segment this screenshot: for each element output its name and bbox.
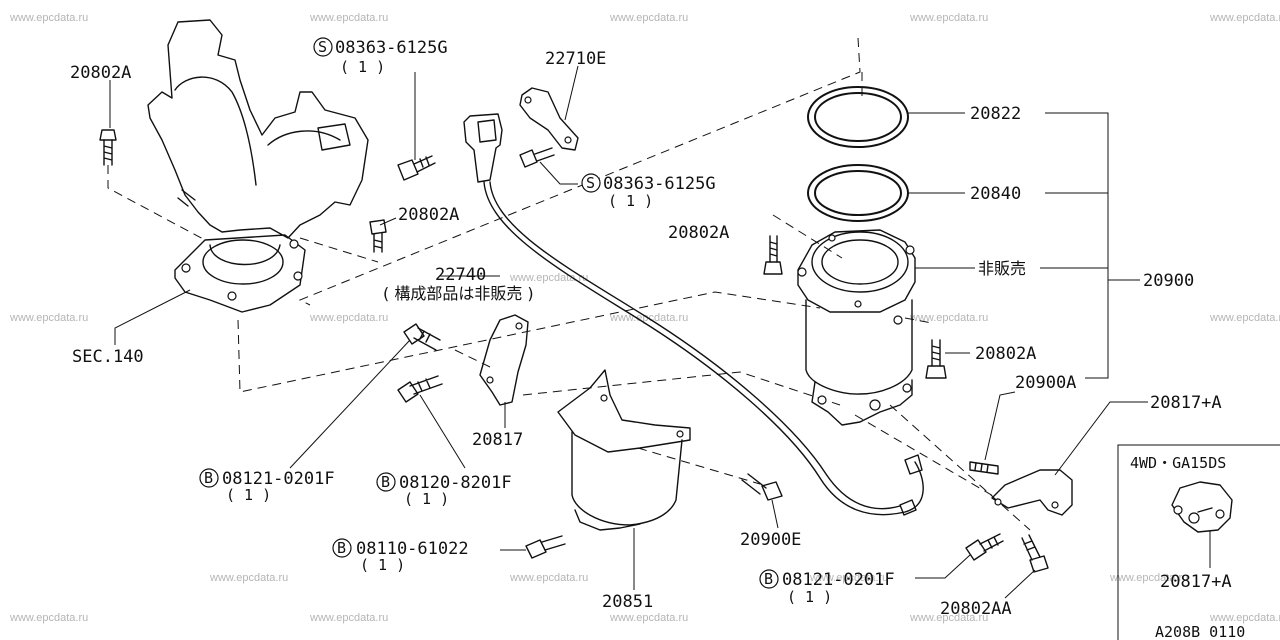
label-20851: 20851 bbox=[602, 592, 653, 612]
catalytic-converter bbox=[797, 229, 916, 426]
label-20900E: 20900E bbox=[740, 530, 801, 550]
bolt-20802A-right bbox=[763, 235, 783, 275]
bolt-20900E bbox=[741, 473, 783, 501]
label-20802AA: 20802AA bbox=[940, 599, 1012, 619]
watermark: www.epcdata.ru bbox=[9, 12, 88, 24]
watermark: www.epcdata.ru bbox=[309, 612, 388, 624]
exhaust-manifold bbox=[147, 19, 369, 313]
bolt-08120 bbox=[397, 375, 443, 403]
label-20817: 20817 bbox=[472, 430, 523, 450]
b-prefix-letter: B bbox=[764, 570, 773, 588]
stud-20900A bbox=[969, 461, 999, 475]
s-prefix-letter: S bbox=[318, 38, 327, 56]
watermark: www.epcdata.ru bbox=[1209, 612, 1280, 624]
watermark: www.epcdata.ru bbox=[209, 572, 288, 584]
watermark: www.epcdata.ru bbox=[1109, 572, 1188, 584]
bolt-20802A-top bbox=[99, 129, 117, 166]
s-prefix-icon bbox=[313, 37, 333, 57]
bolt-08363-top bbox=[397, 155, 436, 181]
label-20802A-top: 20802A bbox=[70, 63, 131, 83]
label-08363-top-qty: ( 1 ) bbox=[340, 58, 385, 76]
watermark: www.epcdata.ru bbox=[809, 572, 888, 584]
b-prefix-letter: B bbox=[381, 473, 390, 491]
watermark-layer: www.epcdata.ru www.epcdata.ru www.epcdat… bbox=[9, 12, 1280, 624]
label-not-sold: 非販売 bbox=[978, 259, 1026, 278]
label-20822: 20822 bbox=[970, 104, 1021, 124]
bolt-20802AA bbox=[1021, 534, 1049, 573]
b-prefix-icon bbox=[332, 538, 352, 558]
part-labels: 20802A 08363-6125G ( 1 ) 22710E 08363-61… bbox=[70, 38, 1222, 619]
label-08121-lower: 08121-0201F bbox=[782, 570, 895, 590]
label-20900: 20900 bbox=[1143, 271, 1194, 291]
label-20802A-right: 20802A bbox=[668, 223, 729, 243]
watermark: www.epcdata.ru bbox=[909, 612, 988, 624]
watermark: www.epcdata.ru bbox=[909, 312, 988, 324]
label-20900A: 20900A bbox=[1015, 373, 1076, 393]
label-08110: 08110-61022 bbox=[356, 539, 469, 559]
watermark: www.epcdata.ru bbox=[9, 312, 88, 324]
label-20840: 20840 bbox=[970, 184, 1021, 204]
bolt-20802A-mid bbox=[369, 219, 387, 253]
b-prefix-icon bbox=[376, 472, 396, 492]
label-08120: 08120-8201F bbox=[399, 473, 512, 493]
label-sec140: SEC.140 bbox=[72, 347, 144, 367]
bolt-08110 bbox=[525, 535, 566, 559]
watermark: www.epcdata.ru bbox=[909, 12, 988, 24]
label-08363-mid-qty: ( 1 ) bbox=[608, 192, 653, 210]
bolt-08121-left bbox=[403, 323, 441, 351]
bracket-20817A bbox=[991, 469, 1073, 516]
assembly-guide-lines bbox=[107, 37, 1031, 531]
b-prefix-icon bbox=[759, 569, 779, 589]
watermark: www.epcdata.ru bbox=[309, 312, 388, 324]
inset-label-20817A: 20817+A bbox=[1160, 572, 1232, 592]
b-prefix-letter: B bbox=[204, 469, 213, 487]
label-08110-qty: ( 1 ) bbox=[360, 556, 405, 574]
label-20817A: 20817+A bbox=[1150, 393, 1222, 413]
bolt-08121-lower bbox=[965, 533, 1004, 561]
label-08121-lower-qty: ( 1 ) bbox=[787, 588, 832, 606]
oxygen-sensor-22740 bbox=[463, 113, 924, 516]
label-22710E: 22710E bbox=[545, 49, 606, 69]
label-08363-top: 08363-6125G bbox=[335, 38, 448, 58]
bolt-08363-mid bbox=[519, 147, 555, 168]
b-prefix-icon bbox=[199, 468, 219, 488]
watermark: www.epcdata.ru bbox=[1209, 12, 1280, 24]
bracket-22710E bbox=[519, 87, 579, 151]
label-20802A-lower: 20802A bbox=[975, 344, 1036, 364]
watermark: www.epcdata.ru bbox=[9, 612, 88, 624]
gasket-20840 bbox=[807, 164, 909, 222]
watermark: www.epcdata.ru bbox=[509, 572, 588, 584]
label-22740-note: ( 構成部品は非販売 ) bbox=[383, 284, 534, 303]
label-08121-left: 08121-0201F bbox=[222, 469, 335, 489]
b-prefix-letter: B bbox=[337, 539, 346, 557]
bolt-20802A-lower bbox=[925, 339, 947, 379]
diagram-code: A208B 0110 bbox=[1155, 623, 1245, 640]
s-prefix-letter: S bbox=[586, 174, 595, 192]
label-08120-qty: ( 1 ) bbox=[404, 490, 449, 508]
inset-4wd: 4WD・GA15DS 20817+A A208B 0110 bbox=[1117, 444, 1280, 640]
leader-lines bbox=[109, 65, 1211, 599]
s-prefix-icon bbox=[581, 173, 601, 193]
watermark: www.epcdata.ru bbox=[609, 612, 688, 624]
heat-shield-20851 bbox=[557, 369, 691, 531]
bracket-20817 bbox=[479, 314, 529, 406]
label-22740: 22740 bbox=[435, 265, 486, 285]
inset-title: 4WD・GA15DS bbox=[1130, 454, 1226, 472]
watermark: www.epcdata.ru bbox=[609, 12, 688, 24]
label-08121-left-qty: ( 1 ) bbox=[226, 486, 271, 504]
prefix-symbols: S S B B B B bbox=[199, 37, 779, 589]
label-08363-mid: 08363-6125G bbox=[603, 174, 716, 194]
watermark: www.epcdata.ru bbox=[1209, 312, 1280, 324]
gasket-20822 bbox=[807, 86, 909, 148]
label-20802A-mid: 20802A bbox=[398, 205, 459, 225]
watermark: www.epcdata.ru bbox=[309, 12, 388, 24]
